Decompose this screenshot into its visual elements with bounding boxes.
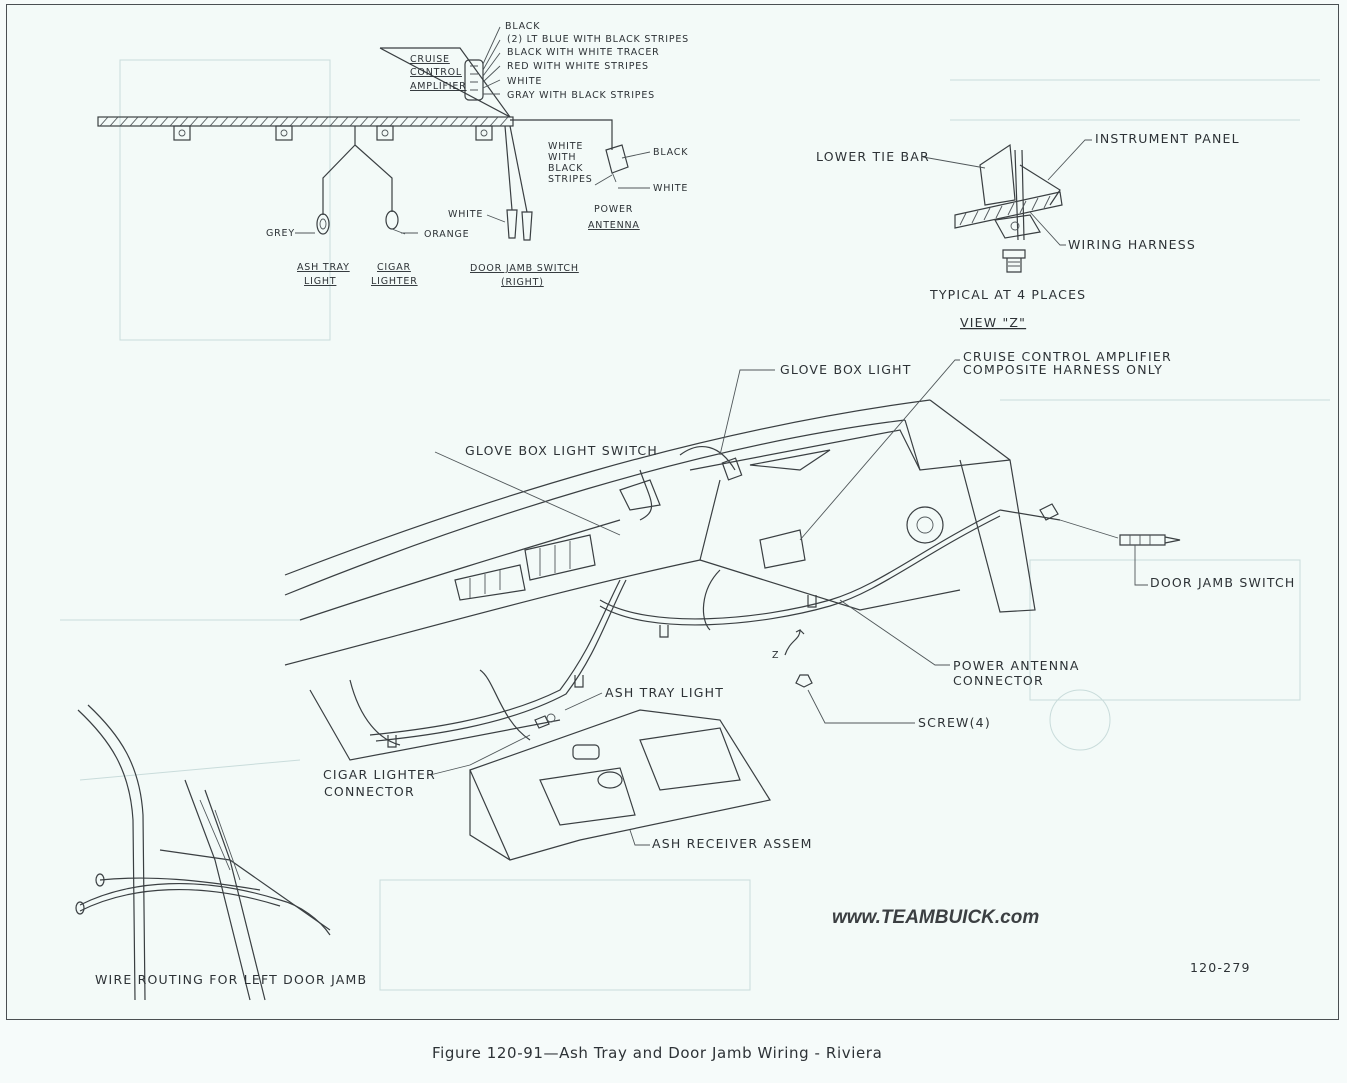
power-antenna-connector-label-1: POWER ANTENNA — [953, 658, 1080, 673]
figure-number: 120-279 — [1190, 960, 1251, 975]
black-label: BLACK — [653, 147, 688, 158]
cigar-lighter-label-2: LIGHTER — [371, 276, 418, 287]
wire-color-2: (2) LT BLUE WITH BLACK STRIPES — [507, 34, 689, 45]
left-door-jamb-inset: WIRE ROUTING FOR LEFT DOOR JAMB — [75, 704, 367, 1001]
wire-color-3: BLACK WITH WHITE TRACER — [507, 47, 660, 58]
z-marker: Z — [772, 650, 779, 661]
power-antenna-plug — [605, 144, 629, 183]
white-with-2: WITH — [548, 152, 576, 163]
ash-tray-light-bulb — [316, 213, 330, 235]
wire-color-5: WHITE — [507, 76, 542, 87]
cruise-amp-label-2: CONTROL — [410, 67, 462, 78]
ghost-background — [60, 59, 1330, 991]
ash-tray-light-label-2: LIGHT — [304, 276, 336, 287]
wiring-harness-label: WIRING HARNESS — [1068, 237, 1196, 252]
glove-box-light-switch-label: GLOVE BOX LIGHT SWITCH — [465, 443, 658, 458]
lower-tie-bar-label: LOWER TIE BAR — [816, 149, 930, 164]
cigar-lighter-label-1: CIGAR — [377, 262, 411, 273]
cruise-amp-label-1: CRUISE — [410, 54, 450, 65]
cigar-lighter-plug — [385, 210, 406, 235]
orange-label: ORANGE — [424, 229, 469, 240]
cruise-amp-label-3: AMPLIFIER — [410, 81, 467, 92]
grey-label: GREY — [266, 228, 295, 239]
cigar-lighter-connector-label-2: CONNECTOR — [324, 784, 415, 799]
white-with-3: BLACK — [548, 163, 583, 174]
figure-caption: Figure 120-91—Ash Tray and Door Jamb Wir… — [432, 1044, 882, 1062]
door-jamb-switch-part — [1119, 534, 1181, 546]
white-label-left: WHITE — [448, 209, 483, 220]
ash-receiver-label: ASH RECEIVER ASSEM — [652, 836, 813, 851]
door-jamb-switch-side: (RIGHT) — [501, 277, 544, 288]
white-with-4: STRIPES — [548, 174, 593, 185]
watermark: www.TEAMBUICK.com — [832, 907, 1039, 928]
white-with-1: WHITE — [548, 141, 583, 152]
ash-tray-light-label-1: ASH TRAY — [297, 262, 350, 273]
dashboard-drawing: GLOVE BOX LIGHT CRUISE CONTROL AMPLIFIER… — [284, 349, 1296, 861]
view-z-detail: LOWER TIE BAR INSTRUMENT PANEL WIRING HA… — [816, 131, 1240, 330]
glove-box-light-label: GLOVE BOX LIGHT — [780, 362, 912, 377]
wire-color-4: RED WITH WHITE STRIPES — [507, 61, 649, 72]
door-jamb-switch-main-label: DOOR JAMB SWITCH — [1150, 575, 1296, 590]
typical-label: TYPICAL AT 4 PLACES — [929, 287, 1086, 302]
wire-color-6: GRAY WITH BLACK STRIPES — [507, 90, 655, 101]
cigar-lighter-connector-label-1: CIGAR LIGHTER — [323, 767, 436, 782]
power-antenna-label-1: POWER — [594, 204, 633, 215]
power-antenna-label-2: ANTENNA — [588, 220, 640, 231]
door-jamb-plug-left — [506, 209, 518, 239]
view-z-title: VIEW "Z" — [960, 315, 1026, 330]
cruise-composite-label-2: COMPOSITE HARNESS ONLY — [963, 362, 1163, 377]
wiring-schematic: BLACK (2) LT BLUE WITH BLACK STRIPES BLA… — [97, 21, 689, 288]
diagram-frame — [6, 4, 1339, 1020]
ash-tray-light-main-label: ASH TRAY LIGHT — [605, 685, 724, 700]
door-jamb-plug-right — [521, 211, 533, 241]
ash-receiver-part — [469, 709, 771, 861]
cruise-amp-connector — [464, 59, 484, 101]
white-label-right: WHITE — [653, 183, 688, 194]
power-antenna-connector-label-2: CONNECTOR — [953, 673, 1044, 688]
harness-clips — [173, 125, 493, 141]
screw-label: SCREW(4) — [918, 715, 991, 730]
wire-color-1: BLACK — [505, 21, 540, 32]
door-jamb-switch-label: DOOR JAMB SWITCH — [470, 263, 579, 274]
instrument-panel-label: INSTRUMENT PANEL — [1095, 131, 1240, 146]
cruise-composite-label-1: CRUISE CONTROL AMPLIFIER — [963, 349, 1172, 364]
inset-caption: WIRE ROUTING FOR LEFT DOOR JAMB — [95, 972, 367, 987]
